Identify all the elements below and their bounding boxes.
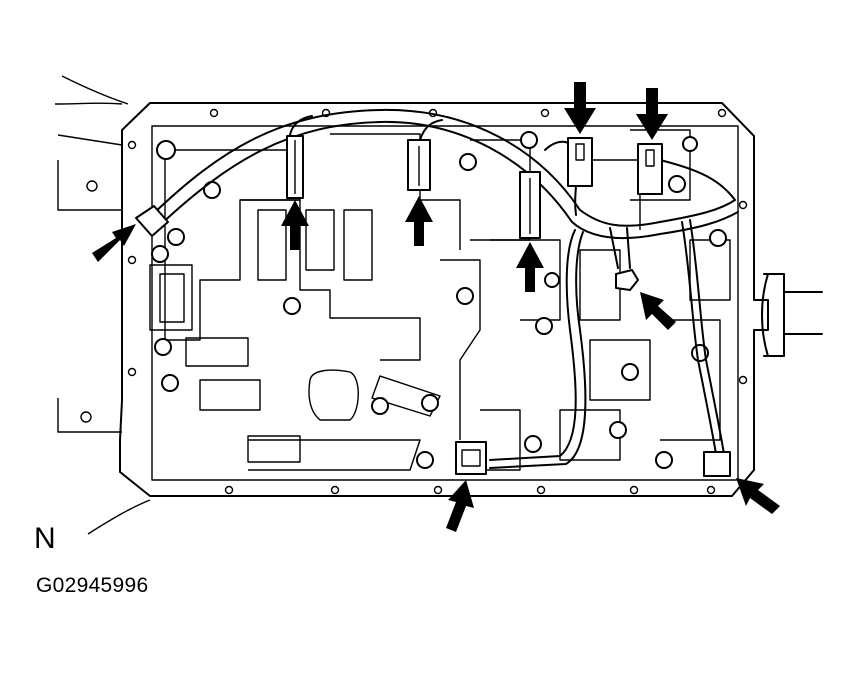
connector-top-2 (637, 143, 663, 195)
arrow-solenoid-1 (281, 200, 309, 250)
pointer-arrows (92, 82, 780, 532)
vehicle-body-lines (54, 75, 151, 535)
figure-code: G02945996 (36, 574, 149, 597)
connectors (135, 135, 731, 477)
connector-bottom-1 (455, 441, 487, 475)
valve-body-details (149, 129, 731, 471)
arrow-ground-bolt (640, 292, 676, 330)
arrow-solenoid-2 (405, 196, 433, 246)
internal-bolts (151, 131, 727, 469)
connector-left (135, 205, 169, 237)
arrow-bottom-connector-2 (736, 478, 780, 514)
arrow-top-connector-1 (564, 82, 596, 134)
orientation-letter: N (34, 522, 56, 555)
arrow-solenoid-3 (516, 242, 544, 292)
connector-bottom-2 (703, 451, 731, 477)
wire-harness (151, 108, 739, 469)
arrow-bottom-connector-1 (446, 480, 474, 532)
arrow-left-connector (92, 224, 136, 262)
connector-top-1 (567, 137, 593, 187)
arrow-top-connector-2 (636, 88, 668, 140)
output-shaft (761, 273, 823, 357)
